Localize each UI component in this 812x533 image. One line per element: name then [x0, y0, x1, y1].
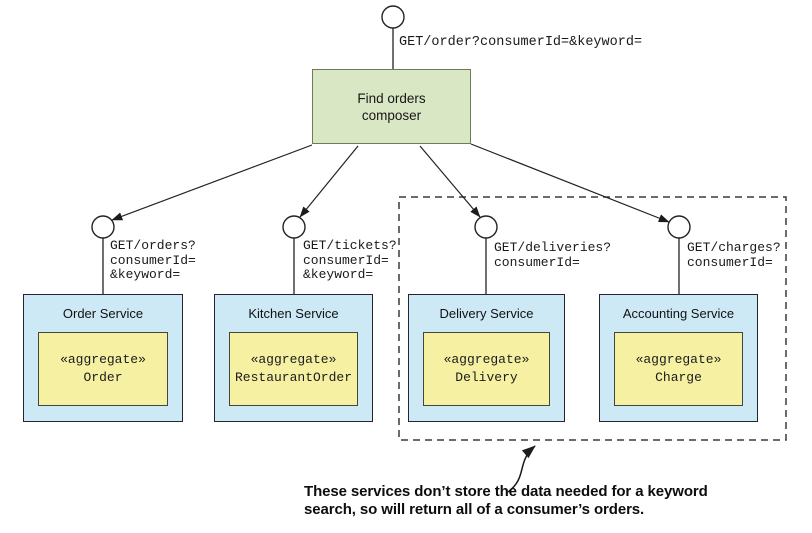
delivery-aggregate-box: «aggregate» Delivery: [423, 332, 550, 406]
order-aggregate-box: «aggregate» Order: [38, 332, 168, 406]
aggregate-name: Order: [83, 370, 123, 385]
annotation-text: These services don’t store the data need…: [304, 483, 708, 518]
service-title: Accounting Service: [622, 306, 735, 321]
aggregate-stereotype: «aggregate»: [250, 352, 337, 367]
delivery-interface-lollipop: [474, 215, 498, 239]
delivery-endpoint-label: GET/deliveries? consumerId=: [494, 240, 612, 270]
accounting-endpoint-label: GET/charges? consumerId=: [687, 240, 781, 270]
aggregate-name: RestaurantOrder: [234, 370, 353, 385]
accounting-interface-lollipop: [667, 215, 691, 239]
order-service-box: Order Service «aggregate» Order: [23, 294, 183, 422]
kitchen-service-box: Kitchen Service «aggregate» RestaurantOr…: [214, 294, 373, 422]
connector-arrow-accounting: [470, 143, 670, 223]
accounting-service-box: Accounting Service «aggregate» Charge: [599, 294, 758, 422]
kitchen-interface-lollipop: [282, 215, 306, 239]
service-title: Delivery Service: [439, 306, 534, 321]
kitchen-aggregate-box: «aggregate» RestaurantOrder: [229, 332, 358, 406]
composer-interface-lollipop: [381, 5, 405, 29]
accounting-aggregate-box: «aggregate» Charge: [614, 332, 743, 406]
aggregate-stereotype: «aggregate»: [443, 352, 530, 367]
annotation-arrow: [507, 445, 536, 493]
aggregate-stereotype: «aggregate»: [635, 352, 722, 367]
service-title: Order Service: [62, 306, 144, 321]
connector-arrow-delivery: [419, 145, 481, 218]
delivery-service-box: Delivery Service «aggregate» Delivery: [408, 294, 565, 422]
find-orders-composer-box: Find orders composer: [312, 69, 471, 144]
composer-endpoint-label: GET/order?consumerId=&keyword=: [399, 35, 643, 50]
aggregate-stereotype: «aggregate»: [60, 352, 146, 367]
scope-dashed-box: [398, 196, 787, 441]
connector-arrow-kitchen: [299, 145, 359, 218]
service-title: Kitchen Service: [248, 306, 339, 321]
kitchen-endpoint-label: GET/tickets? consumerId= &keyword=: [303, 238, 397, 282]
composer-label: Find orders composer: [357, 90, 426, 123]
connector-arrow-order: [111, 144, 313, 221]
aggregate-name: Charge: [655, 370, 702, 385]
aggregate-name: Delivery: [455, 370, 518, 385]
order-endpoint-label: GET/orders? consumerId= &keyword=: [110, 238, 196, 282]
order-interface-lollipop: [91, 215, 115, 239]
